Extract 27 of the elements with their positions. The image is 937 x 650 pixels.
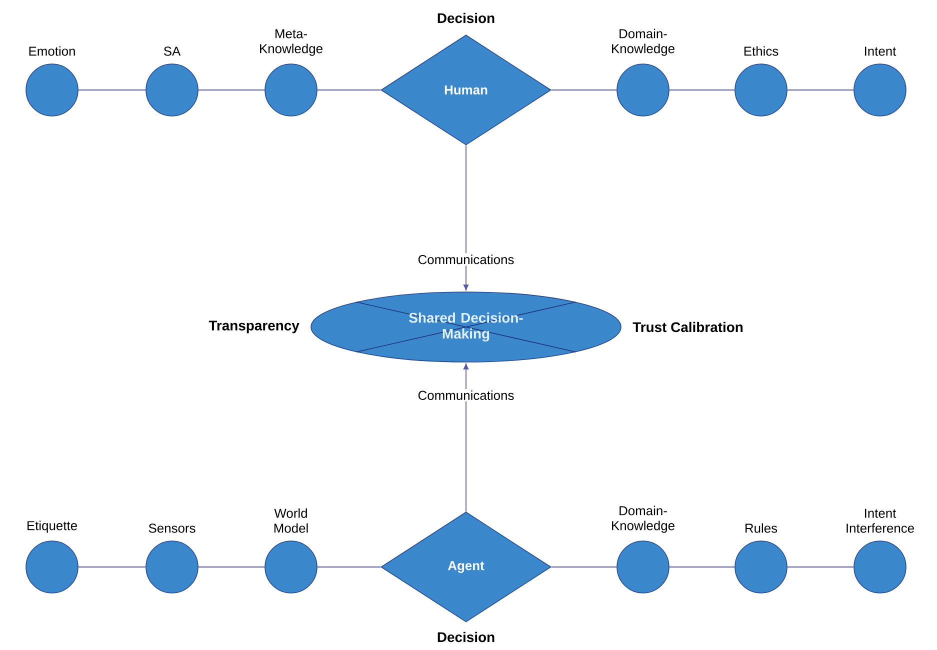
connector <box>668 566 736 568</box>
node-label: Etiquette <box>28 520 77 533</box>
connector <box>463 144 469 290</box>
node-label: Ethics <box>744 46 778 56</box>
node-label: World Model <box>274 508 308 533</box>
node-label: SA <box>164 46 181 56</box>
node-label: Intent Interference <box>846 508 914 533</box>
connector <box>463 364 469 512</box>
side-label: Transparency <box>208 320 300 334</box>
node-heading: Decision <box>438 632 494 642</box>
node-label: Domain-Knowledge <box>612 28 674 56</box>
connector <box>316 566 382 568</box>
node-label: Meta-Knowledge <box>260 29 322 56</box>
side-label: Trust Calibration <box>632 322 743 332</box>
edge-label: Communications <box>416 253 516 266</box>
node-label: Intent <box>865 46 896 56</box>
ellipse-node: Shared Decision-Making <box>310 292 622 362</box>
node-label: Sensors <box>148 524 196 533</box>
connector <box>198 566 266 568</box>
node-heading: Decision <box>438 12 494 24</box>
node-label: Emotion <box>29 46 75 56</box>
edge-label: Communications <box>416 388 516 402</box>
connector <box>78 566 146 568</box>
connector <box>550 566 618 568</box>
node-label: Rules <box>746 523 778 533</box>
connector <box>786 566 854 568</box>
node-label: Domain-Knowledge <box>612 506 674 533</box>
